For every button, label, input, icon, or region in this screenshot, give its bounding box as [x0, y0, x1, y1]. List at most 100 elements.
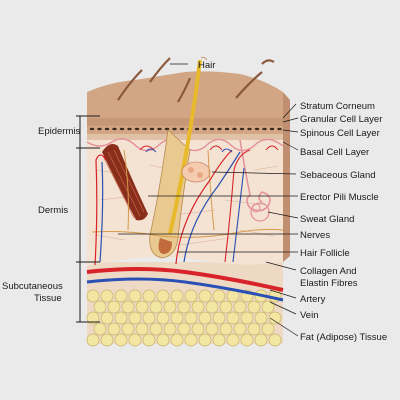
fat-cell: [240, 333, 254, 347]
fat-cell: [191, 300, 205, 314]
granular-cell: [149, 127, 155, 131]
fat-cell: [100, 311, 114, 325]
fat-cell: [212, 333, 226, 347]
fat-cell: [261, 300, 275, 314]
granular-cell: [134, 127, 140, 131]
dermal-blood-vessels: [94, 145, 279, 266]
hair-follicle-structure: [149, 56, 208, 259]
granular-cell: [224, 127, 230, 131]
fat-cell: [93, 300, 107, 314]
fat-cell: [163, 322, 177, 336]
fat-cell: [247, 300, 261, 314]
fat-cell: [86, 333, 100, 347]
fat-cell: [254, 311, 268, 325]
fat-cells: [86, 289, 282, 347]
granular-cell: [142, 127, 147, 131]
fat-cell: [240, 311, 254, 325]
label-collagen-line1: Collagen And: [300, 266, 357, 277]
label-collagen-line2: Elastin Fibres: [300, 278, 358, 289]
fat-cell: [233, 322, 247, 336]
granular-cell: [194, 127, 200, 131]
fat-cell: [114, 333, 128, 347]
fat-cell: [184, 333, 198, 347]
label-subcutaneous-line1: Subcutaneous: [2, 281, 63, 292]
label-hair-follicle: Hair Follicle: [300, 248, 350, 259]
fat-cell: [184, 311, 198, 325]
fat-cell: [114, 289, 128, 303]
fat-cell: [191, 322, 205, 336]
fat-cell: [156, 289, 170, 303]
granular-cell: [232, 127, 237, 131]
granular-cell: [97, 127, 102, 131]
label-subcutaneous-line2: Tissue: [34, 293, 62, 304]
fat-cell: [128, 311, 142, 325]
label-vein: Vein: [300, 310, 319, 321]
fat-cell: [107, 300, 121, 314]
fat-cell: [233, 300, 247, 314]
fat-cell: [254, 333, 268, 347]
sebaceous-gland: [181, 161, 211, 183]
granular-cell: [119, 127, 125, 131]
epidermis-layer: [86, 71, 290, 262]
fat-cell: [212, 311, 226, 325]
label-spinous-cell-layer: Spinous Cell Layer: [300, 128, 380, 139]
fat-cell: [142, 289, 156, 303]
fat-cell: [114, 311, 128, 325]
fat-cell: [135, 300, 149, 314]
fat-cell: [93, 322, 107, 336]
granular-cell: [164, 127, 170, 131]
granular-cell: [247, 127, 252, 131]
label-hair: Hair: [198, 60, 215, 71]
fat-cell: [177, 322, 191, 336]
fat-cell: [170, 333, 184, 347]
fat-cell: [128, 333, 142, 347]
fat-cell: [142, 311, 156, 325]
fat-cell: [86, 311, 100, 325]
fat-cell: [226, 333, 240, 347]
granular-cell: [209, 127, 215, 131]
granular-cell: [239, 127, 245, 131]
label-stratum-corneum: Stratum Corneum: [300, 101, 375, 112]
fat-cell: [170, 289, 184, 303]
fat-cell: [149, 322, 163, 336]
surface-hairs: [117, 57, 275, 103]
fat-cell: [268, 311, 282, 325]
fat-cell: [100, 333, 114, 347]
left-bracket: [76, 115, 100, 323]
erector-pili-muscle: [102, 144, 148, 221]
granular-cell: [217, 127, 222, 131]
label-fat-tissue: Fat (Adipose) Tissue: [300, 332, 387, 343]
fat-cell: [121, 322, 135, 336]
fat-cell: [268, 333, 282, 347]
granular-cell: [277, 127, 282, 131]
fat-cell: [247, 322, 261, 336]
label-sweat-gland: Sweat Gland: [300, 214, 354, 225]
subcutaneous-tissue: [86, 262, 283, 347]
fat-cell: [212, 289, 226, 303]
fat-cell: [177, 300, 191, 314]
label-sebaceous-gland: Sebaceous Gland: [300, 170, 376, 181]
granular-cell: [127, 127, 132, 131]
right-leader-lines: [118, 103, 299, 337]
granular-cell: [104, 127, 110, 131]
fat-cell: [170, 311, 184, 325]
label-artery: Artery: [300, 294, 326, 305]
granular-cell-layer: [89, 127, 282, 131]
fat-cell: [107, 322, 121, 336]
fat-cell: [163, 300, 177, 314]
fat-cell: [156, 333, 170, 347]
fat-cell: [261, 322, 275, 336]
fat-cell: [198, 333, 212, 347]
granular-cell: [269, 127, 275, 131]
label-granular-cell-layer: Granular Cell Layer: [300, 114, 382, 125]
fat-cell: [219, 322, 233, 336]
granular-cell: [172, 127, 177, 131]
fat-cell: [149, 300, 163, 314]
granular-cell: [89, 127, 95, 131]
fat-cell: [198, 289, 212, 303]
granular-cell: [262, 127, 267, 131]
fat-cell: [198, 311, 212, 325]
label-epidermis: Epidermis: [38, 126, 80, 137]
